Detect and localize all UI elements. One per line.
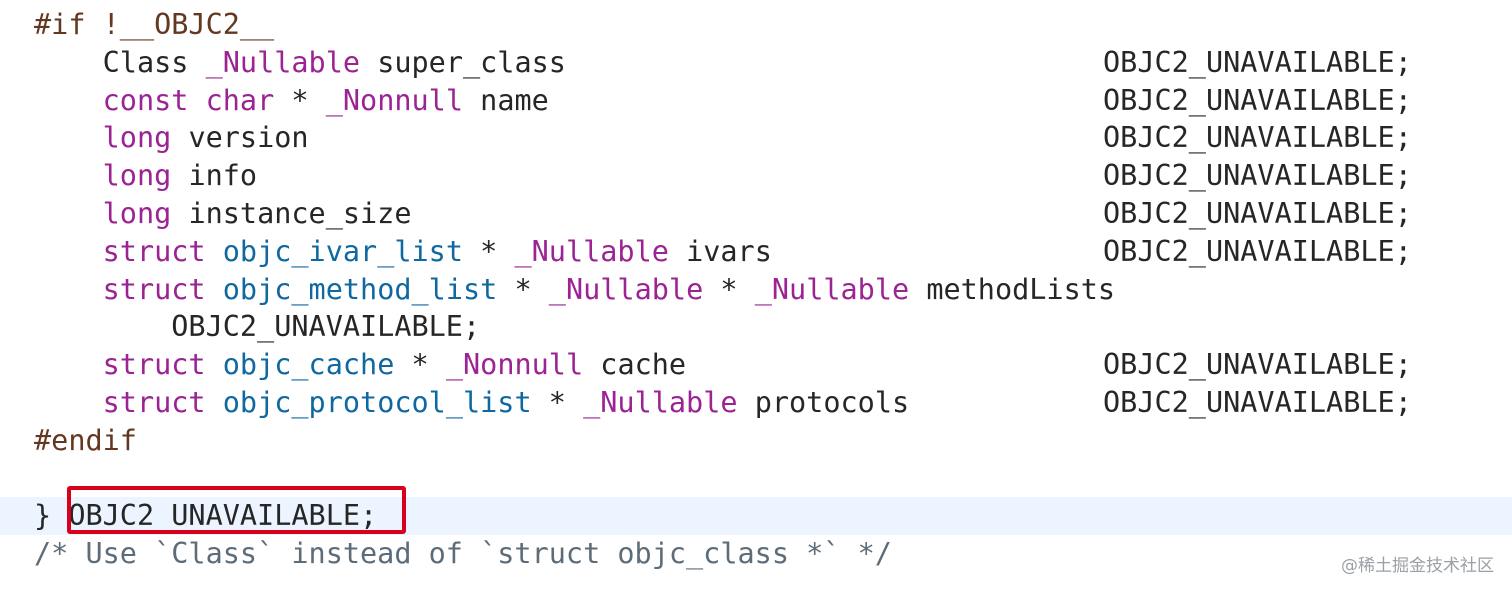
code-token: *: [497, 272, 549, 306]
code-text: struct objc_ivar_list * _Nullable ivars: [34, 233, 772, 271]
code-token: [34, 386, 103, 419]
code-token: struct: [102, 272, 206, 306]
code-text: long version: [34, 119, 309, 157]
code-token: _Nullable: [205, 45, 361, 79]
code-token: protocols: [737, 386, 910, 419]
code-token: objc_protocol_list: [222, 386, 532, 419]
code-text: #endif: [34, 422, 137, 460]
code-token: struct: [102, 386, 206, 419]
code-token: Class: [34, 45, 206, 79]
code-line[interactable]: const char * _Nonnull name OBJC2_UNAVAILA…: [0, 82, 1512, 120]
code-token: [188, 84, 205, 117]
availability-macro: OBJC2_UNAVAILABLE;: [1103, 121, 1412, 155]
availability-macro: OBJC2_UNAVAILABLE;: [1103, 386, 1412, 419]
code-token: info: [171, 159, 258, 193]
code-token: name: [463, 83, 549, 117]
code-token: *: [531, 386, 584, 419]
availability-macro: OBJC2_UNAVAILABLE;: [1103, 83, 1412, 117]
code-token: long: [102, 121, 172, 155]
code-line[interactable]: struct objc_method_list * _Nullable * _N…: [0, 271, 1512, 309]
code-line[interactable]: Class _Nullable super_class OBJC2_UNAVAIL…: [0, 44, 1512, 82]
code-token: [206, 273, 223, 306]
code-line-current[interactable]: } OBJC2_UNAVAILABLE;: [0, 497, 1512, 536]
code-token: _Nullable: [583, 386, 738, 419]
code-text: long info: [34, 157, 257, 195]
code-line[interactable]: /* Use `Class` instead of `struct objc_c…: [0, 535, 1512, 573]
code-line[interactable]: #endif: [0, 422, 1512, 460]
code-token: #endif: [34, 423, 137, 457]
code-token: #if !__OBJC2__: [34, 8, 275, 41]
code-line[interactable]: OBJC2_UNAVAILABLE;: [0, 308, 1512, 346]
code-line[interactable]: struct objc_cache * _Nonnull cache OBJC2_…: [0, 346, 1512, 384]
availability-macro: OBJC2_UNAVAILABLE;: [1103, 348, 1412, 382]
code-line[interactable]: long version OBJC2_UNAVAILABLE;: [0, 119, 1512, 157]
code-token: *: [703, 272, 755, 306]
code-token: [34, 348, 103, 381]
code-token: [206, 386, 223, 419]
code-token: OBJC2_UNAVAILABLE;: [34, 310, 481, 344]
code-line[interactable]: long info OBJC2_UNAVAILABLE;: [0, 157, 1512, 195]
availability-macro: OBJC2_UNAVAILABLE;: [1103, 197, 1412, 230]
code-token: ivars: [668, 234, 772, 268]
code-text: Class _Nullable super_class: [34, 44, 566, 82]
code-text: struct objc_protocol_list * _Nullable pr…: [34, 384, 910, 422]
code-text: const char * _Nonnull name: [34, 82, 549, 120]
code-token: _Nonnull: [325, 83, 464, 117]
code-token: long: [102, 159, 172, 193]
code-token: _Nullable: [548, 272, 704, 306]
code-line[interactable]: struct objc_protocol_list * _Nullable pr…: [0, 384, 1512, 422]
code-token: [206, 348, 223, 381]
code-token: *: [462, 234, 515, 268]
code-text: OBJC2_UNAVAILABLE;: [34, 308, 480, 346]
code-token: objc_method_list: [222, 272, 498, 306]
code-text: long instance_size: [34, 195, 412, 233]
code-text: struct objc_method_list * _Nullable * _N…: [34, 271, 1115, 309]
code-text: #if !__OBJC2__: [34, 6, 274, 44]
watermark: @稀土掘金技术社区: [1341, 556, 1494, 576]
code-line[interactable]: [0, 460, 1512, 498]
code-token: objc_cache: [222, 348, 395, 382]
code-text: struct objc_cache * _Nonnull cache: [34, 346, 686, 384]
code-token: [34, 84, 103, 117]
code-line[interactable]: long instance_size OBJC2_UNAVAILABLE;: [0, 195, 1512, 233]
code-text: /* Use `Class` instead of `struct objc_c…: [34, 535, 892, 573]
code-token: struct: [102, 348, 206, 382]
code-token: cache: [583, 348, 687, 382]
code-token: *: [394, 348, 446, 382]
code-token: _Nullable: [514, 234, 669, 268]
code-token: super_class: [360, 45, 566, 79]
code-token: [34, 121, 103, 154]
availability-macro: OBJC2_UNAVAILABLE;: [1103, 159, 1412, 193]
code-token: instance_size: [171, 197, 412, 230]
code-token: long: [102, 197, 172, 230]
code-text: } OBJC2_UNAVAILABLE;: [34, 497, 377, 535]
availability-macro: OBJC2_UNAVAILABLE;: [1103, 234, 1412, 268]
code-token: [34, 197, 103, 230]
code-token: [34, 273, 103, 306]
code-token: [34, 159, 103, 192]
code-token: } OBJC2_UNAVAILABLE;: [34, 499, 378, 533]
code-token: _Nonnull: [445, 348, 584, 382]
code-line[interactable]: #if !__OBJC2__: [0, 6, 1512, 44]
code-token: [34, 235, 103, 268]
code-token: version: [171, 121, 309, 155]
code-token: [206, 235, 223, 268]
code-token: struct: [102, 234, 206, 268]
code-token: _Nullable: [754, 272, 910, 306]
code-token: objc_ivar_list: [222, 234, 463, 268]
code-token: /* Use `Class` instead of `struct objc_c…: [34, 537, 892, 571]
availability-macro: OBJC2_UNAVAILABLE;: [1103, 45, 1412, 79]
code-token: *: [274, 83, 326, 117]
code-line[interactable]: struct objc_ivar_list * _Nullable ivars O…: [0, 233, 1512, 271]
code-token: methodLists: [909, 272, 1116, 306]
code-token: const: [102, 83, 189, 117]
code-token: char: [205, 83, 275, 117]
